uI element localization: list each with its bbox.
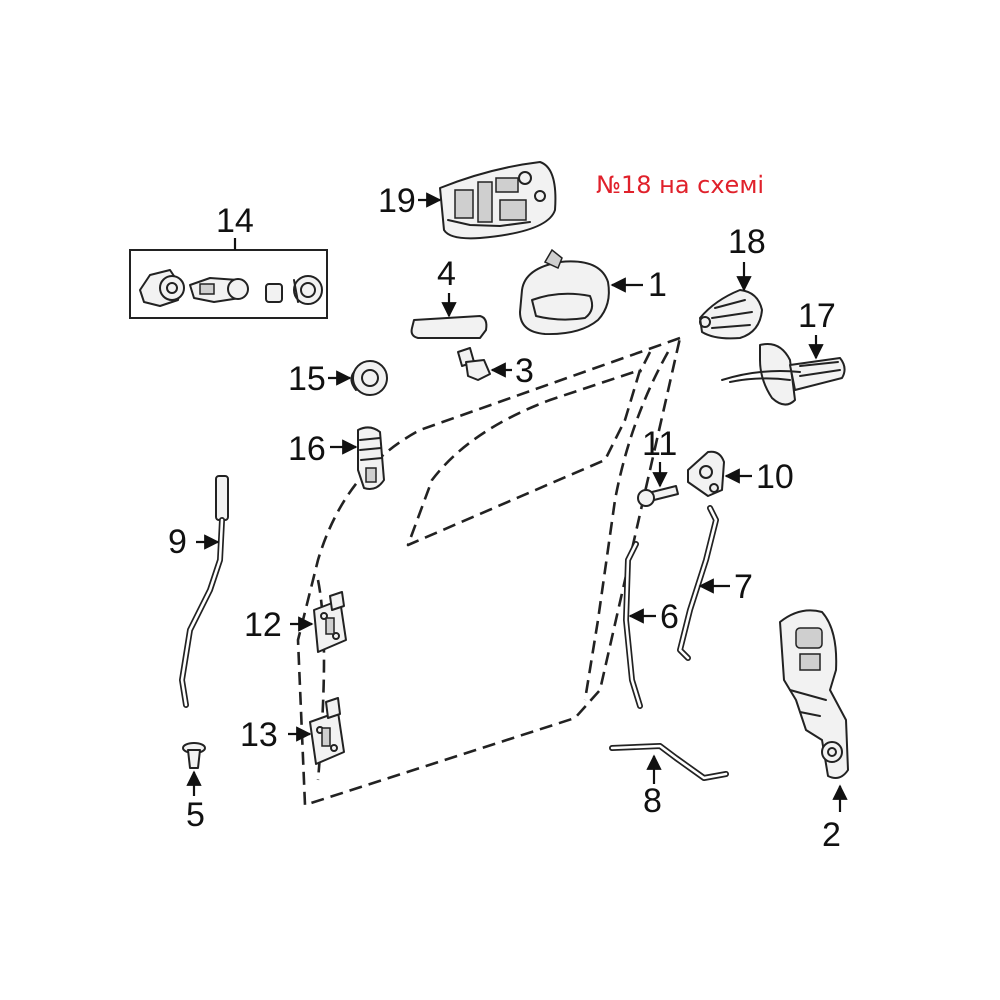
- part-18-lock-actuator: [699, 289, 763, 340]
- callout-3: 3: [515, 352, 534, 390]
- part-7-rod: [677, 505, 719, 661]
- callout-4: 4: [437, 255, 456, 293]
- callout-1: 1: [648, 266, 667, 304]
- note-label: №18 на схемі: [596, 171, 764, 199]
- callout-2: 2: [822, 816, 841, 854]
- part-9-lock-rod: [179, 475, 229, 708]
- part-19-inner-handle-assembly: [439, 161, 557, 240]
- callout-13: 13: [240, 716, 278, 754]
- callout-9: 9: [168, 523, 187, 561]
- callout-16: 16: [288, 430, 326, 468]
- callout-19: 19: [378, 182, 416, 220]
- part-8-link-rod: [609, 743, 729, 781]
- part-11-screw: [637, 485, 679, 507]
- part-5-push-pin: [182, 742, 206, 769]
- callout-11: 11: [642, 425, 677, 463]
- callout-5: 5: [186, 796, 205, 834]
- part-10-striker: [687, 450, 725, 497]
- callout-10: 10: [756, 458, 794, 496]
- callout-8: 8: [643, 782, 662, 820]
- part-1-outside-handle: [519, 248, 610, 336]
- callout-14: 14: [216, 202, 254, 240]
- door-outline: [296, 336, 682, 807]
- part-16-boot: [357, 426, 385, 490]
- part-13-lower-hinge: [309, 697, 345, 765]
- part-14-lock-cylinder-parts: [139, 269, 323, 307]
- part-2-door-latch: [779, 609, 849, 779]
- part-3-bolt: [457, 347, 491, 381]
- callout-18: 18: [728, 223, 766, 261]
- part-17-cable-bracket: [721, 343, 846, 406]
- callout-12: 12: [244, 606, 282, 644]
- callout-6: 6: [660, 598, 679, 636]
- callout-15: 15: [288, 360, 326, 398]
- part-4-handle-gasket: [410, 315, 488, 339]
- part-12-upper-hinge: [313, 591, 347, 653]
- part-15-grommet: [350, 360, 388, 396]
- callout-7: 7: [734, 568, 753, 606]
- part-14-kit-box: [129, 249, 328, 319]
- callout-17: 17: [798, 297, 836, 335]
- part-6-rod: [623, 541, 643, 709]
